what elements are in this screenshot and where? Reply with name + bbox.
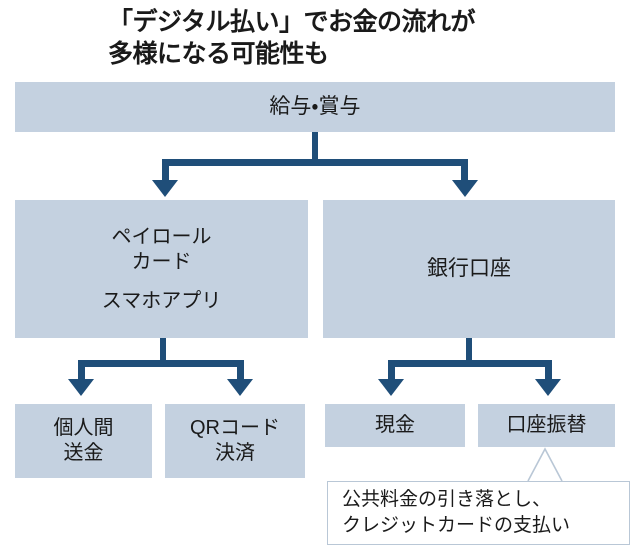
node-peer-transfer: 個人間 送金 <box>15 404 152 478</box>
node-bank-account: 銀行口座 <box>323 200 615 338</box>
node-qr-label-line2: 決済 <box>215 442 255 464</box>
callout-pointer-icon <box>527 447 563 482</box>
arrow-down-icon-salary-to-payroll <box>152 180 178 197</box>
node-salary-label: 給与・賞与 <box>269 94 361 118</box>
arrow-down-icon-salary-to-bank <box>452 180 478 197</box>
callout-line1: 公共料金の引き落とし、 <box>342 489 552 511</box>
node-payroll-label-line3: スマホアプリ <box>101 289 222 312</box>
connector-salary-bar <box>162 159 468 166</box>
node-cash-label: 現金 <box>375 414 415 436</box>
connector-bank-stem <box>466 338 472 362</box>
node-payroll-label-line2: カード <box>131 250 192 273</box>
callout-line2: クレジットカードの支払い <box>342 515 571 536</box>
arrow-down-icon-bank-to-cash <box>378 379 404 396</box>
connector-salary-stem <box>312 132 318 164</box>
node-qr-label-line1: QRコード <box>190 417 280 439</box>
node-debit-label: 口座振替 <box>506 414 587 436</box>
node-salary: 給与・賞与 <box>15 82 615 132</box>
node-cash: 現金 <box>325 404 465 447</box>
connector-salary-left-drop <box>162 159 169 182</box>
connector-payroll-bar <box>78 360 244 367</box>
arrow-down-icon-payroll-to-p2p <box>68 379 94 396</box>
node-p2p-label-line2: 送金 <box>63 442 104 464</box>
connector-payroll-left-drop <box>78 360 85 381</box>
connector-salary-right-drop <box>461 159 468 182</box>
connector-bank-bar <box>388 360 552 367</box>
node-payroll-label-line1: ペイロール <box>111 225 212 248</box>
arrow-down-icon-payroll-to-qr <box>227 379 253 396</box>
page-title: 「デジタル払い」でお金の流れが 多様になる可能性も <box>108 8 476 68</box>
connector-payroll-stem <box>160 338 166 362</box>
node-p2p-label-line1: 個人間 <box>53 417 114 439</box>
arrow-down-icon-bank-to-debit <box>535 379 561 396</box>
connector-bank-left-drop <box>388 360 395 381</box>
callout-note: 公共料金の引き落とし、 クレジットカードの支払い <box>327 481 630 545</box>
node-bank-label: 銀行口座 <box>427 256 511 280</box>
node-payroll-card: ペイロール カード スマホアプリ <box>15 200 308 338</box>
connector-bank-right-drop <box>545 360 552 381</box>
connector-payroll-right-drop <box>237 360 244 381</box>
node-direct-debit: 口座振替 <box>478 404 615 447</box>
node-qr-payment: QRコード 決済 <box>165 404 305 478</box>
